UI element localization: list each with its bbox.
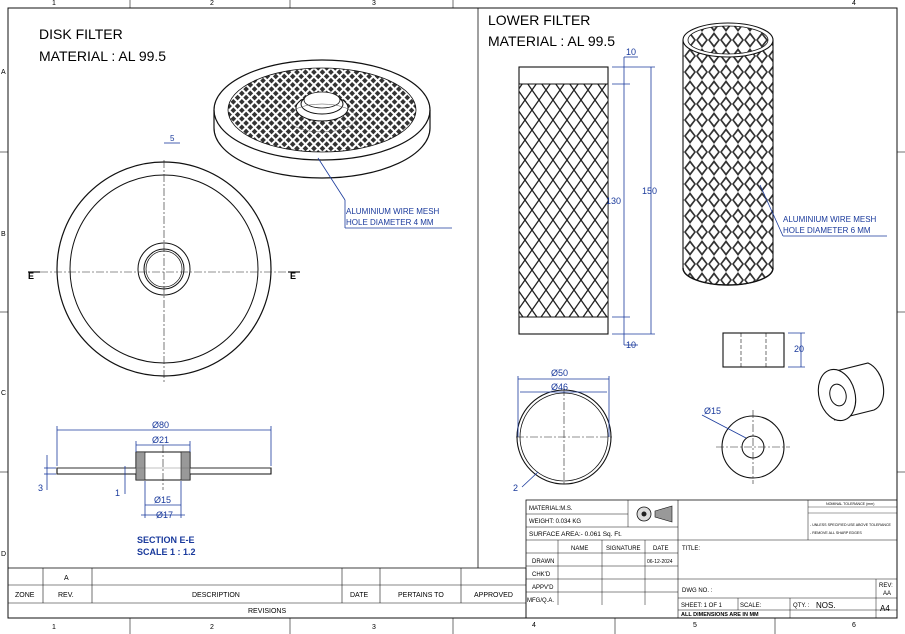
revision-zone-value: A	[64, 575, 69, 582]
col-label-bottom-4: 4	[532, 622, 536, 629]
col-label-top-1: 1	[52, 0, 56, 7]
dim-5: 5	[170, 134, 175, 143]
section-scale: SCALE 1 : 1.2	[137, 547, 196, 557]
tb-qty: QTY. :	[793, 603, 810, 609]
lower-title: LOWER FILTER	[488, 12, 590, 28]
cylinder-isometric-view	[682, 22, 774, 286]
row-label-b: B	[1, 231, 6, 238]
col-label-bottom-3: 3	[372, 624, 376, 631]
row-label-a: A	[1, 69, 6, 76]
dim-10-bottom: 10	[626, 340, 636, 350]
dim-1: 1	[115, 488, 120, 498]
dim-46: Ø46	[551, 382, 568, 392]
section-marker-left: E	[28, 271, 34, 281]
col-label-bottom-1: 1	[52, 624, 56, 631]
tb-chkd: CHK'D	[532, 572, 551, 578]
tb-drawn-date: 06-12-2024	[647, 559, 673, 565]
rev-header-description: DESCRIPTION	[192, 592, 240, 599]
col-label-bottom-2: 2	[210, 624, 214, 631]
disk-title: DISK FILTER	[39, 26, 123, 42]
tb-col-signature: SIGNATURE	[606, 546, 641, 552]
tb-rev-label: REV:	[879, 583, 893, 589]
tb-tol-note2: - REMOVE ALL SHARP EDGES	[810, 531, 862, 535]
col-label-bottom-5: 5	[693, 622, 697, 629]
rev-header-approved: APPROVED	[474, 592, 513, 599]
dim-130: 130	[606, 196, 621, 206]
dim-3: 3	[38, 483, 43, 493]
disk-isometric-view	[213, 59, 431, 179]
tb-scale: SCALE:	[740, 603, 762, 609]
tb-rev-value: AA	[883, 591, 891, 597]
dim-50: Ø50	[551, 368, 568, 378]
tb-drawn: DRAWN	[532, 559, 554, 565]
cylinder-mesh-leader	[759, 184, 784, 237]
disk-mesh-leader	[317, 157, 346, 201]
section-title: SECTION E-E	[137, 535, 195, 545]
tb-tol-note1: - UNLESS SPECIFIED USE ABOVE TOLERANCE	[810, 523, 892, 527]
tb-col-name: NAME	[571, 546, 588, 552]
lower-material: MATERIAL : AL 99.5	[488, 33, 615, 49]
tb-mfg: MFG/Q.A.	[527, 598, 554, 604]
revisions-footer: REVISIONS	[248, 608, 286, 615]
ring-dim-15-leader	[701, 414, 747, 439]
cylinder-mesh-note-line1: ALUMINIUM WIRE MESH	[783, 215, 877, 224]
tb-weight: WEIGHT: 0.034 KG	[529, 519, 581, 525]
col-label-top-2: 2	[210, 0, 214, 7]
rev-header-rev: REV.	[58, 592, 74, 599]
tb-surface-area: SURFACE AREA:- 0.061 Sq. Ft.	[529, 531, 622, 538]
disk-mesh-note-line1: ALUMINIUM WIRE MESH	[346, 207, 440, 216]
tb-col-date: DATE	[653, 546, 669, 552]
tb-title-label: TITLE:	[682, 546, 700, 552]
dim-21: Ø21	[152, 435, 169, 445]
col-label-top-3: 3	[372, 0, 376, 7]
ring-isometric-view	[817, 362, 885, 422]
col-label-top-4: 4	[852, 0, 856, 7]
tb-material: MATERIAL:M.S.	[529, 506, 573, 512]
disk-section-view	[56, 445, 272, 490]
rev-header-zone: ZONE	[15, 592, 35, 599]
disk-material: MATERIAL : AL 99.5	[39, 48, 166, 64]
dim-10-top: 10	[626, 47, 636, 57]
cylinder-top-view	[516, 388, 612, 486]
ring-dim-20: 20	[794, 344, 804, 354]
col-label-bottom-6: 6	[852, 622, 856, 629]
tb-qty-value: NOS.	[816, 601, 836, 610]
cylinder-mesh-note-line2: HOLE DIAMETER 6 MM	[783, 226, 871, 235]
dim-17: Ø17	[156, 510, 173, 520]
rev-header-pertains: PERTAINS TO	[398, 592, 444, 599]
dim-2: 2	[513, 483, 518, 493]
tb-appvd: APPV'D	[532, 585, 554, 591]
tb-dwg-no: DWG NO. :	[682, 588, 713, 594]
tb-all-dims: ALL DIMENSIONS ARE IN MM	[681, 612, 759, 618]
dim-150: 150	[642, 186, 657, 196]
cylinder-side-view	[518, 66, 609, 335]
ring-front-view	[716, 410, 790, 484]
ring-dim-15: Ø15	[704, 406, 721, 416]
disk-front-view	[28, 160, 300, 382]
row-label-d: D	[1, 551, 6, 558]
row-label-c: C	[1, 390, 6, 397]
title-block	[525, 499, 898, 619]
ring-side-view	[722, 332, 785, 368]
rev-header-date: DATE	[350, 592, 368, 599]
dim-2-leader	[521, 471, 539, 488]
disk-mesh-note-line2: HOLE DIAMETER 4 MM	[346, 218, 434, 227]
tb-tol-header: NOMINAL TOLERANCE (mm)	[826, 502, 874, 506]
dim-15: Ø15	[154, 495, 171, 505]
tb-sheet: SHEET: 1 OF 1	[681, 603, 723, 609]
dim-80: Ø80	[152, 420, 169, 430]
projection-symbol-icon	[636, 505, 673, 523]
tb-size: A4	[880, 604, 890, 613]
section-marker-right: E	[290, 271, 296, 281]
